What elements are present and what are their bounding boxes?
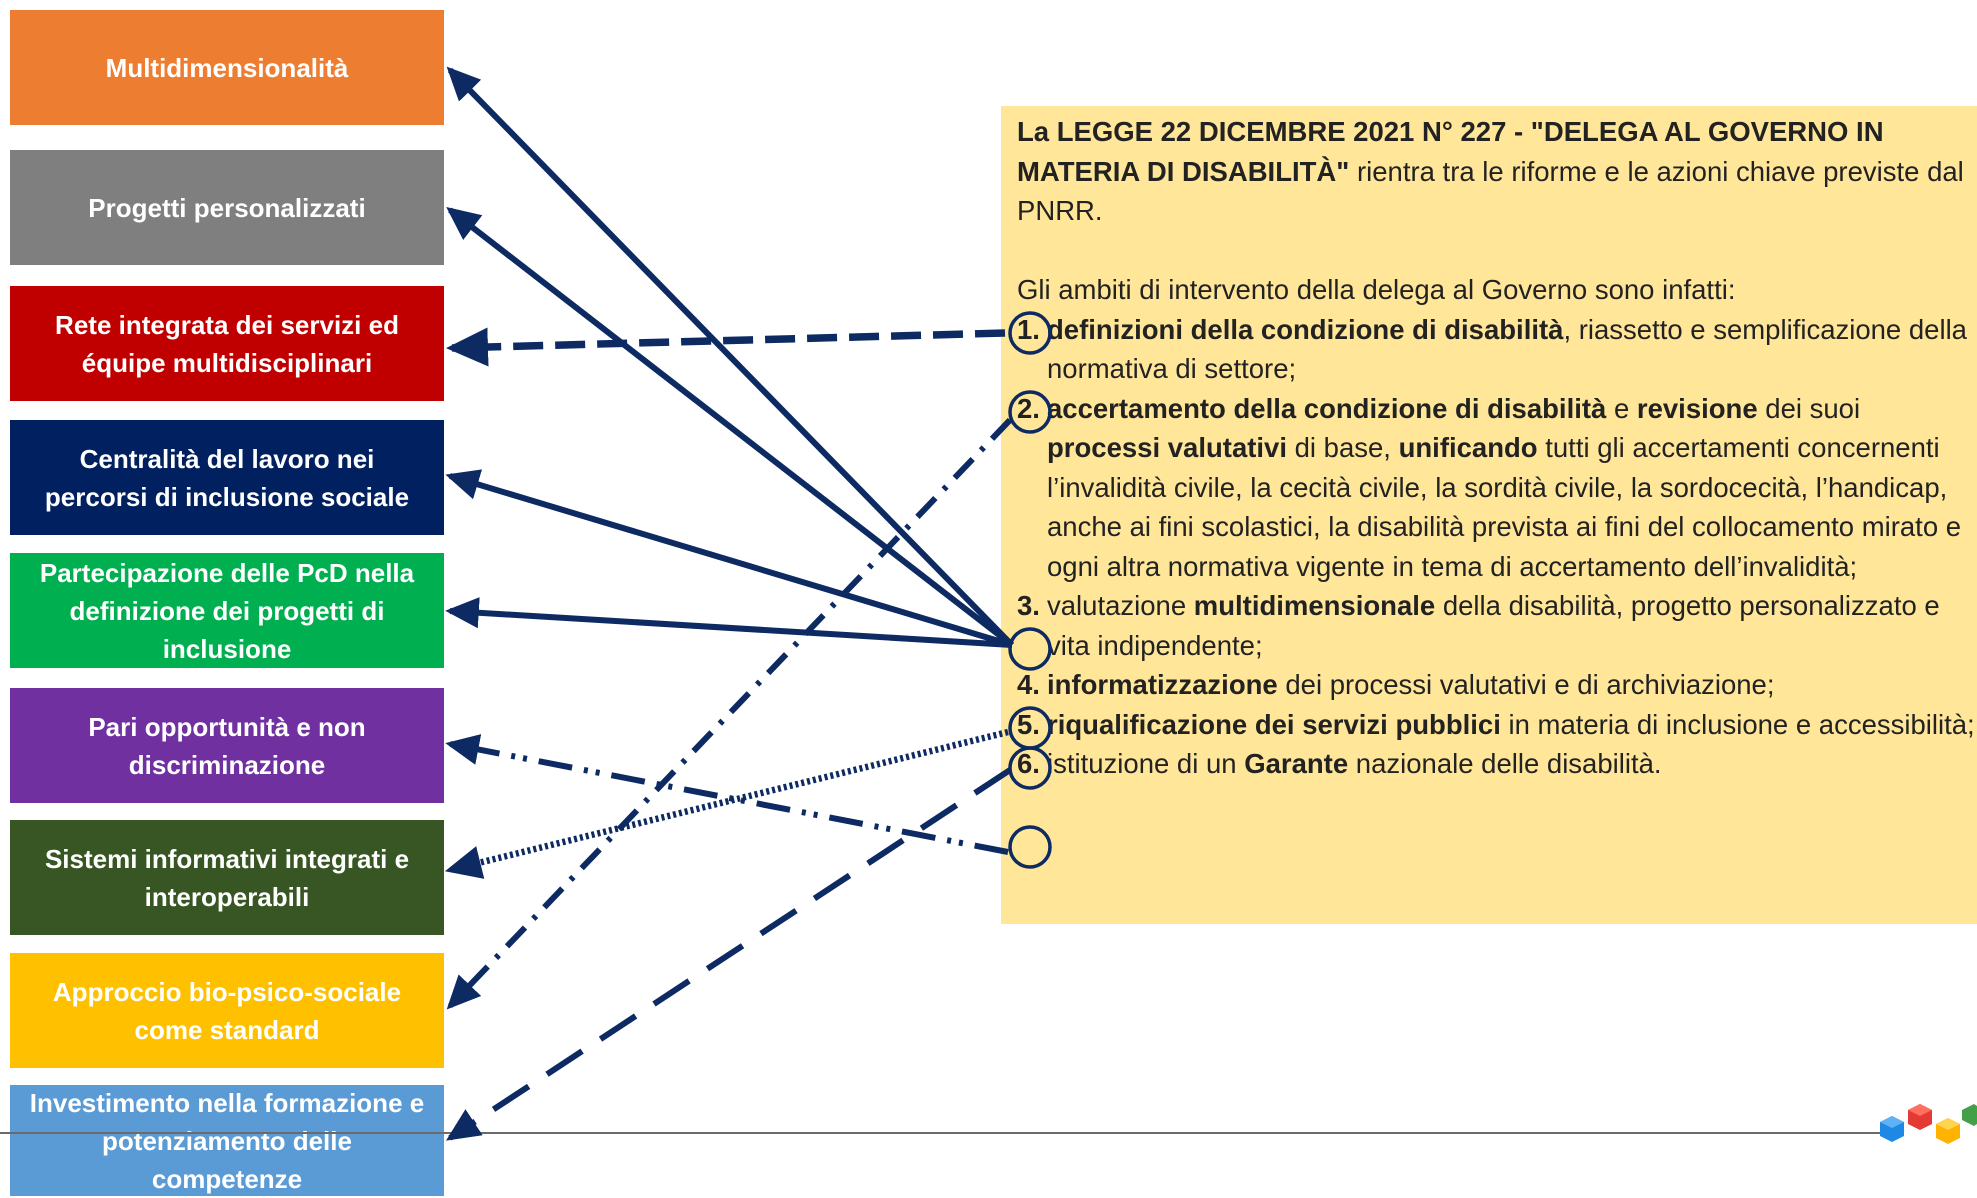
box-label: Progetti personalizzati <box>88 192 366 223</box>
box-rete-integrata: Rete integrata dei servizi ed équipe mul… <box>10 286 444 401</box>
arrow-3-to-progetti-personalizzati <box>446 207 1014 648</box>
ambito-item-2: 2. accertamento della condizione di disa… <box>1017 389 1975 587</box>
box-label: Pari opportunità e non discriminazione <box>88 711 366 780</box>
legge-title: La LEGGE 22 DICEMBRE 2021 N° 227 - "DELE… <box>1017 116 1884 187</box>
ambito-item-1: 1. definizioni della condizione di disab… <box>1017 310 1975 389</box>
arrow-1-to-rete-integrata <box>446 327 1006 367</box>
box-approccio-bio-psico-sociale: Approccio bio-psico-sociale come standar… <box>10 953 444 1068</box>
arrow-2-to-approccio <box>446 417 1013 1010</box>
legge-text: La LEGGE 22 DICEMBRE 2021 N° 227 - "DELE… <box>1017 112 1975 784</box>
box-label: Partecipazione delle PcD nella definizio… <box>39 557 415 664</box>
box-partecipazione-pcd: Partecipazione delle PcD nella definizio… <box>10 553 444 668</box>
box-label: Approccio bio-psico-sociale come standar… <box>52 976 402 1045</box>
item-number: 4. <box>1017 669 1040 700</box>
item-number: 3. <box>1017 590 1040 621</box>
box-sistemi-informativi: Sistemi informativi integrati e interope… <box>10 820 444 935</box>
item-number: 2. <box>1017 392 1040 424</box>
ambito-item-5: 5. riqualificazione dei servizi pubblici… <box>1017 705 1975 745</box>
box-label: Multidimensionalità <box>105 52 349 83</box>
box-label: Sistemi informativi integrati e interope… <box>44 843 410 912</box>
item-number: 1. <box>1017 313 1040 345</box>
ambito-item-3: 3. valutazione multidimensionale della d… <box>1017 586 1975 665</box>
arrow-6-to-pari-opportunita <box>445 734 1009 855</box>
ambito-item-4: 4. informatizzazione dei processi valuta… <box>1017 665 1975 705</box>
ambito-item-6: 6. istituzione di un Garante nazionale d… <box>1017 744 1975 784</box>
arrow-3-to-partecipazione <box>445 597 1013 648</box>
box-pari-opportunita: Pari opportunità e non discriminazione <box>10 688 444 803</box>
box-progetti-personalizzati: Progetti personalizzati <box>10 150 444 265</box>
box-label: Investimento nella formazione e potenzia… <box>29 1087 425 1194</box>
item-number: 5. <box>1017 708 1040 740</box>
box-centralita-lavoro: Centralità del lavoro nei percorsi di in… <box>10 420 444 535</box>
bottom-rule <box>0 1132 1890 1134</box>
legge-panel <box>1001 106 1977 924</box>
box-label: Centralità del lavoro nei percorsi di in… <box>44 443 410 512</box>
box-multidimensionalita: Multidimensionalità <box>10 10 444 125</box>
legge-intro: La LEGGE 22 DICEMBRE 2021 N° 227 - "DELE… <box>1017 116 1964 226</box>
ambiti-lead: Gli ambiti di intervento della delega al… <box>1017 274 1736 305</box>
cubes-logo-icon <box>1880 1104 1977 1144</box>
arrow-5-to-investimento <box>445 767 1012 1141</box>
arrow-3-to-multidimensionalita <box>446 66 1015 648</box>
box-investimento-formazione: Investimento nella formazione e potenzia… <box>10 1085 444 1196</box>
item-number: 6. <box>1017 748 1040 779</box>
arrow-4-to-sistemi-informativi <box>444 728 1009 879</box>
box-label: Rete integrata dei servizi ed équipe mul… <box>55 309 399 378</box>
arrow-3-to-centralita-lavoro <box>445 469 1013 648</box>
